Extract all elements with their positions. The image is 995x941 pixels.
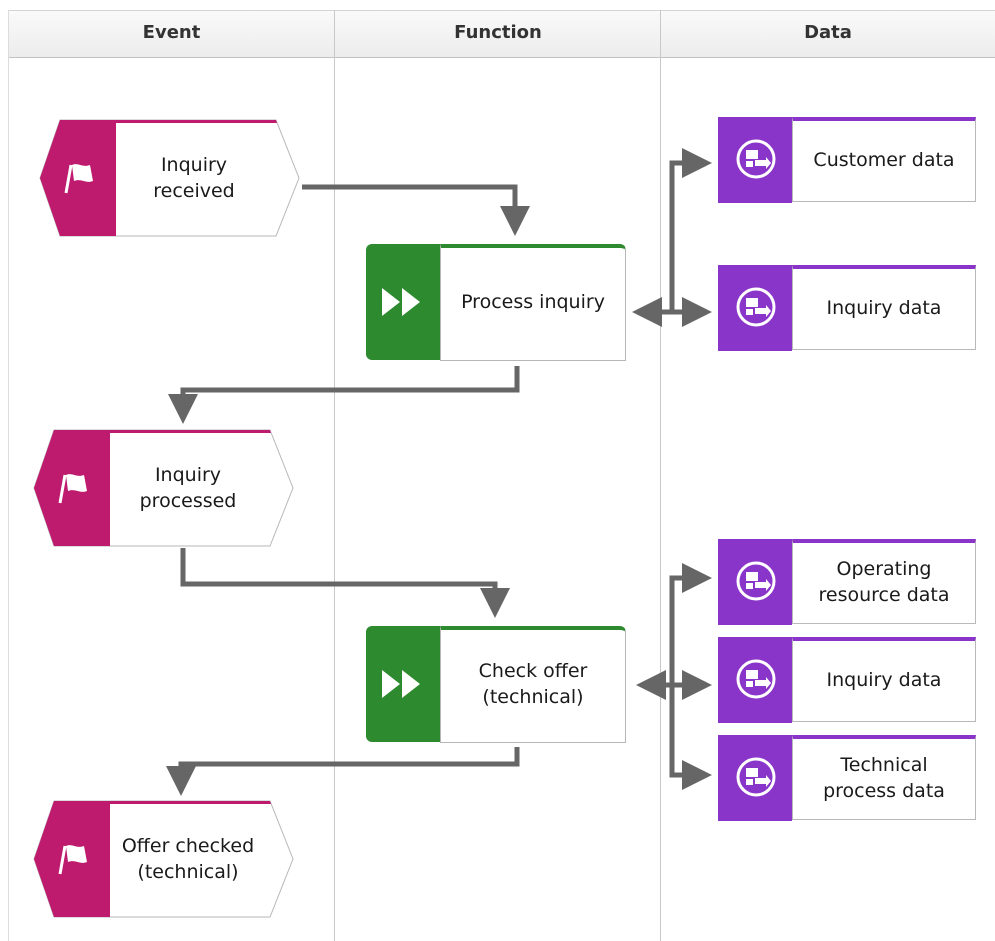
flag-icon — [58, 474, 87, 504]
lane-title-event: Event — [142, 22, 201, 43]
event-label: Offer checked(technical) — [121, 835, 255, 883]
lane-title-function: Function — [454, 22, 542, 43]
data-object-icon — [736, 139, 776, 179]
fast-forward-icon — [382, 288, 420, 316]
event-offer-checked[interactable]: Offer checked(technical) — [32, 800, 294, 918]
data-object-icon — [736, 561, 776, 601]
connector-event2-function2 — [180, 548, 510, 618]
data-object-icon — [736, 757, 776, 797]
data-label: Inquiry data — [826, 669, 942, 691]
data-inquiry-data-2[interactable]: Inquiry data — [718, 637, 976, 723]
function-body — [440, 244, 626, 361]
function-body — [440, 626, 626, 743]
data-object-icon — [736, 659, 776, 699]
connector-function2-event3 — [166, 747, 520, 796]
lane-divider-event-function — [334, 10, 335, 941]
function-check-offer[interactable]: Check offer(technical) — [366, 626, 626, 743]
function-process-inquiry[interactable]: Process inquiry — [366, 244, 626, 361]
data-body — [792, 539, 976, 624]
data-body — [792, 637, 976, 722]
connector-function1-event2 — [168, 366, 520, 424]
data-body — [792, 117, 976, 202]
lane-title-data: Data — [804, 22, 852, 43]
data-inquiry-data[interactable]: Inquiry data — [718, 265, 976, 351]
connector-function2-technical-data — [669, 685, 712, 790]
lane-left-border — [8, 10, 9, 941]
event-shape — [33, 429, 294, 547]
lane-divider-function-data — [660, 10, 661, 941]
data-label: Inquiry data — [826, 297, 942, 319]
flag-icon — [58, 845, 87, 875]
flag-icon — [64, 164, 93, 194]
data-customer-data[interactable]: Customer data — [718, 117, 976, 203]
connector-function1-customer-data — [669, 148, 712, 312]
lane-header-bar — [8, 10, 995, 58]
connector-function2-operating-data — [669, 563, 712, 685]
data-body — [792, 265, 976, 350]
event-shape — [39, 119, 300, 237]
data-label: Customer data — [813, 149, 955, 171]
data-object-icon — [736, 287, 776, 327]
data-body — [792, 735, 976, 820]
function-label: Process inquiry — [461, 291, 605, 313]
function-label: Check offer(technical) — [478, 660, 588, 708]
connector-event1-function1 — [302, 184, 530, 236]
fast-forward-icon — [382, 670, 420, 698]
